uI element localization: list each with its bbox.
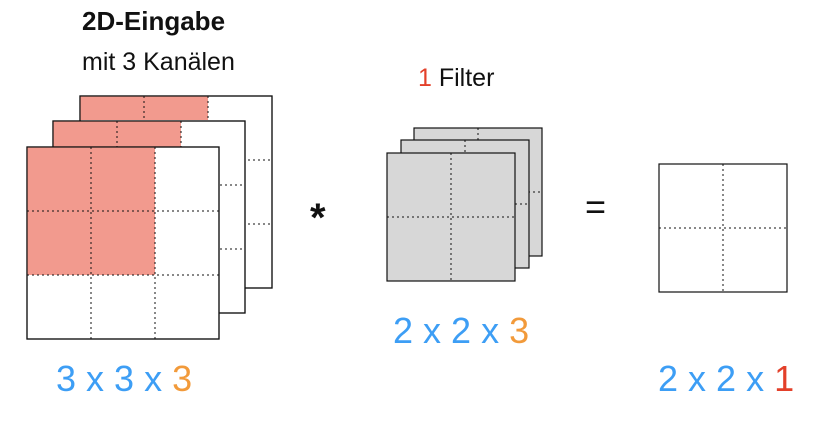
filter-label: 1 Filter [418, 64, 494, 93]
output-dim-channels: 1 [774, 358, 795, 399]
input-dim-channels: 3 [172, 358, 193, 399]
filter-count: 1 [418, 64, 432, 92]
equals-operator: = [585, 186, 607, 227]
output-dim-height: 2 [658, 358, 679, 399]
filter-channel-1 [386, 152, 516, 282]
input-channel-1 [26, 146, 220, 340]
filter-dim-height: 2 [393, 310, 414, 351]
filter-label-text: Filter [431, 64, 495, 92]
input-dim-width: 3 [114, 358, 135, 399]
input-dim-height: 3 [56, 358, 77, 399]
output-grid [658, 163, 788, 293]
filter-dim-width: 2 [451, 310, 472, 351]
input-subtitle: mit 3 Kanälen [82, 48, 235, 76]
input-title: 2D-Eingabe [82, 6, 226, 36]
filter-dimensions: 2 x 2 x 3 [393, 310, 530, 351]
input-dimensions: 3 x 3 x 3 [56, 358, 193, 399]
output-dim-width: 2 [716, 358, 737, 399]
output-dimensions: 2 x 2 x 1 [658, 358, 795, 399]
filter-dim-channels: 3 [509, 310, 530, 351]
multiply-operator: * [310, 196, 326, 240]
